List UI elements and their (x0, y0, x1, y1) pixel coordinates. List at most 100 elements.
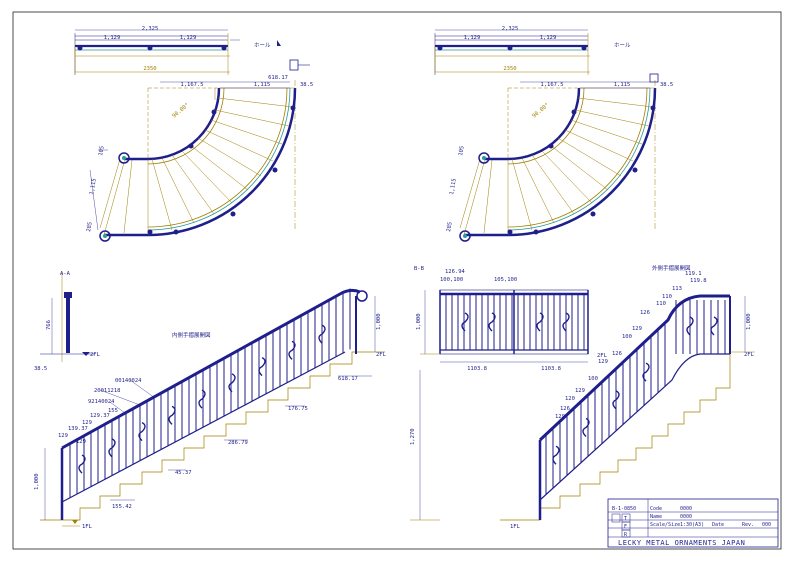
plan-left-dim-rail: 618.17 (268, 75, 288, 81)
elev-right-top-dim1: 126.94 (445, 269, 466, 275)
title-block-rev-value: 000 (762, 522, 771, 528)
baluster-scroll (710, 316, 718, 336)
baluster-scroll (228, 373, 236, 393)
plan-left-side-dim2: 1,115 (89, 178, 98, 195)
elev-left-code1: 00140024 (115, 378, 142, 384)
plan-left-dim-seg2: 1,129 (180, 35, 197, 41)
plan-left-dim-seg1: 1,129 (104, 35, 121, 41)
elev-left-bottom-dim2: 45.37 (175, 470, 192, 476)
plan-right-side-dim1: 105 (458, 146, 466, 157)
elev-right-section-tag: B-B (414, 266, 425, 272)
baluster-scroll (642, 362, 650, 382)
baluster-scroll (612, 390, 620, 410)
plan-right-side-dim3: 285 (446, 222, 454, 233)
plan-right-dim-arc: 1,167.5 (540, 82, 563, 88)
elev-right-step12: 129 (575, 388, 585, 394)
elev-left-code2: 20011218 (94, 388, 121, 394)
elev-right-top-dim3: 105,100 (494, 277, 517, 283)
plan-right-angle: 90.00° (531, 102, 550, 119)
elev-left-dim-left: 38.5 (34, 366, 47, 372)
elev-right-step2: 119.8 (690, 278, 707, 284)
elev-left-bottom-dim4: 176.75 (288, 406, 308, 412)
elev-left-step2: 129.37 (90, 413, 110, 419)
elev-right-floor-lower: 1FL (510, 524, 521, 530)
plan-left-dim-overall: 2,325 (142, 26, 159, 32)
plan-left-side-dim1: 105 (98, 146, 106, 157)
title-block-date-label: Date (712, 522, 724, 528)
title-block-mark-f: F (624, 524, 627, 530)
elev-left-step6: 129 (76, 439, 86, 445)
elev-right-height-top: 1,000 (746, 313, 752, 330)
elevation-view-left: A-A 766 2FL 38.5 内側手摺展開図 00140024 200112… (34, 271, 387, 530)
title-block-mark-r: R (624, 532, 628, 538)
baluster-scroll (168, 405, 176, 425)
elev-right-step14: 126 (560, 406, 570, 412)
elev-right-step10: 129 (598, 359, 608, 365)
plan-right-dim-seg2: 1,129 (540, 35, 557, 41)
elev-left-step4: 139.37 (68, 426, 88, 432)
title-block-company: LECKY METAL ORNAMENTS JAPAN (618, 539, 745, 547)
plan-left-hall-label: ホール (254, 42, 271, 49)
plan-view-right: 2,325 1,129 1,129 2350 1,167.5 1,115 38.… (434, 26, 673, 242)
baluster-scroll (686, 316, 694, 336)
plan-right-hall-label: ホール (614, 42, 631, 49)
elev-right-step7: 129 (632, 326, 642, 332)
title-block: B-1-0850 Code 0000 Name 0000 Scale/Size … (607, 498, 779, 548)
plan-left-dim-landing: 2350 (143, 66, 156, 72)
baluster-scroll (258, 356, 266, 377)
baluster-scroll (318, 324, 326, 344)
title-block-mark-t: T (624, 516, 627, 522)
plan-right-side-dim2: 1,115 (449, 178, 458, 195)
plan-right-dim-overall: 2,325 (502, 26, 519, 32)
elev-right-height-panel: 1,000 (416, 313, 422, 330)
baluster-scroll (488, 312, 496, 332)
elev-right-floor-2fl: 2FL (744, 352, 755, 358)
sheet-border (12, 11, 782, 550)
elev-right-height-total: 1,270 (410, 428, 416, 445)
elev-right-step5: 110 (656, 301, 666, 307)
elev-right-step3: 113 (672, 286, 682, 292)
title-block-name-label: Name (650, 514, 662, 520)
title-block-code-value: 0000 (680, 506, 692, 512)
plan-left-dim-width: 1,115 (254, 82, 271, 88)
plan-left-dim-arc: 1,167.5 (180, 82, 203, 88)
elev-left-step5: 129 (58, 433, 68, 439)
baluster-scroll (78, 454, 86, 474)
baluster-scroll (461, 312, 469, 332)
plan-left-dim-offset: 38.5 (300, 82, 313, 88)
plan-right-dim-landing: 2350 (503, 66, 516, 72)
elev-left-code3: 92140024 (88, 399, 115, 405)
elev-right-panel-dim1: 1103.8 (467, 366, 487, 372)
elev-left-bottom-dim5: 618.17 (338, 376, 358, 382)
elev-left-floor-upper: 2FL (90, 352, 101, 358)
baluster-scroll (108, 438, 116, 458)
elev-right-step4: 110 (662, 294, 672, 300)
plan-right-dim-seg1: 1,129 (464, 35, 481, 41)
plan-left-angle: 90.00° (171, 102, 190, 119)
plan-right-dim-width: 1,115 (614, 82, 631, 88)
elev-right-title: 外側手摺展開図 (652, 264, 691, 272)
elev-right-step11: 100 (588, 376, 598, 382)
elev-right-step9: 126 (612, 351, 622, 357)
elev-right-step8: 100 (622, 334, 632, 340)
elev-right-top-dim2: 100,100 (440, 277, 463, 283)
baluster-scroll (288, 340, 296, 360)
elev-left-floor-2fl: 2FL (376, 352, 387, 358)
title-block-drawing-no: B-1-0850 (612, 506, 636, 512)
elev-left-section-tag: A-A (60, 271, 71, 277)
elev-left-step3: 129 (82, 420, 92, 426)
elev-left-height-bottom: 1,000 (34, 473, 40, 490)
title-block-scale-label: Scale/Size (650, 522, 680, 528)
title-block-code-label: Code (650, 506, 662, 512)
baluster-scroll (536, 312, 544, 332)
baluster-scroll (138, 422, 146, 442)
elev-left-title: 内側手摺展開図 (172, 331, 211, 339)
elev-right-step1: 119.1 (685, 271, 702, 277)
elev-right-step13: 120 (565, 396, 575, 402)
elev-left-step1: 155 (108, 408, 118, 414)
title-block-rev-label: Rev. (742, 522, 754, 528)
baluster-scroll (552, 445, 560, 465)
elev-right-step6: 126 (640, 310, 650, 316)
elev-left-floor-lower: 1FL (82, 524, 93, 530)
